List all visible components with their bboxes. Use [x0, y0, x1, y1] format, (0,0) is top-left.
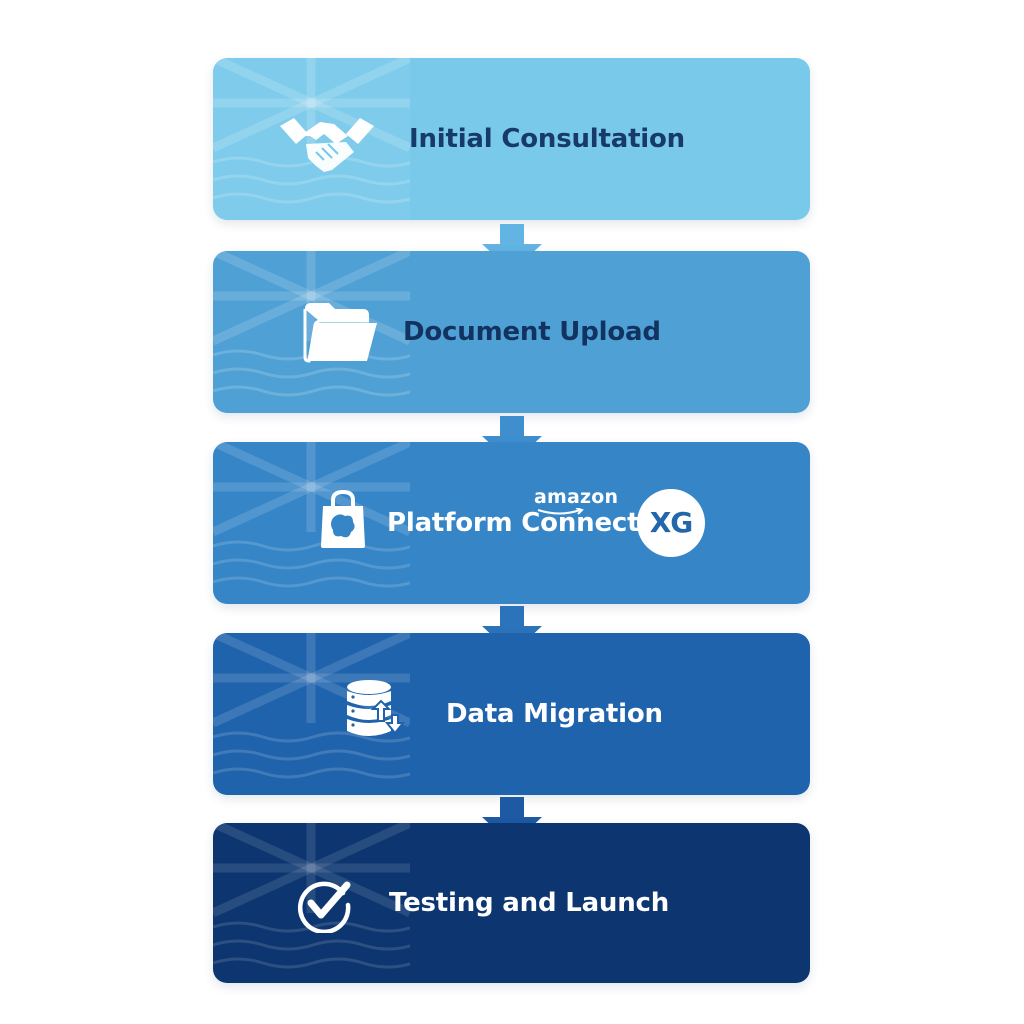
step-label: Data Migration	[446, 699, 663, 729]
arrow-down-icon	[482, 224, 542, 272]
step-label: Testing and Launch	[389, 888, 670, 918]
arrow-down-icon	[482, 606, 542, 654]
folder-icon	[303, 301, 379, 363]
check-circle-icon	[295, 875, 353, 935]
amazon-logo-text: amazon	[534, 486, 619, 508]
step-label: Initial Consultation	[409, 124, 685, 154]
flag-pattern	[213, 58, 410, 220]
step-initial-consultation: Initial Consultation	[213, 58, 810, 220]
step-document-upload: Document Upload	[213, 251, 810, 413]
arrow-down-icon	[482, 797, 542, 845]
step-label: Document Upload	[403, 317, 661, 347]
step-platform-connection: Platform Connection amazon XG	[213, 442, 810, 604]
amazon-logo: amazon	[534, 486, 619, 515]
database-icon	[343, 679, 406, 745]
flag-pattern	[213, 633, 410, 779]
handshake-icon	[276, 112, 378, 174]
arrow-down-icon	[482, 416, 542, 464]
step-data-migration: Data Migration	[213, 633, 810, 795]
shopping-bag-icon	[319, 489, 367, 550]
step-label: Platform Connection	[387, 508, 685, 538]
flag-pattern	[213, 442, 410, 588]
xg-logo: XG	[637, 489, 705, 557]
flag-pattern	[213, 251, 410, 397]
step-testing-and-launch: Testing and Launch	[213, 823, 810, 983]
flag-pattern	[213, 823, 410, 969]
